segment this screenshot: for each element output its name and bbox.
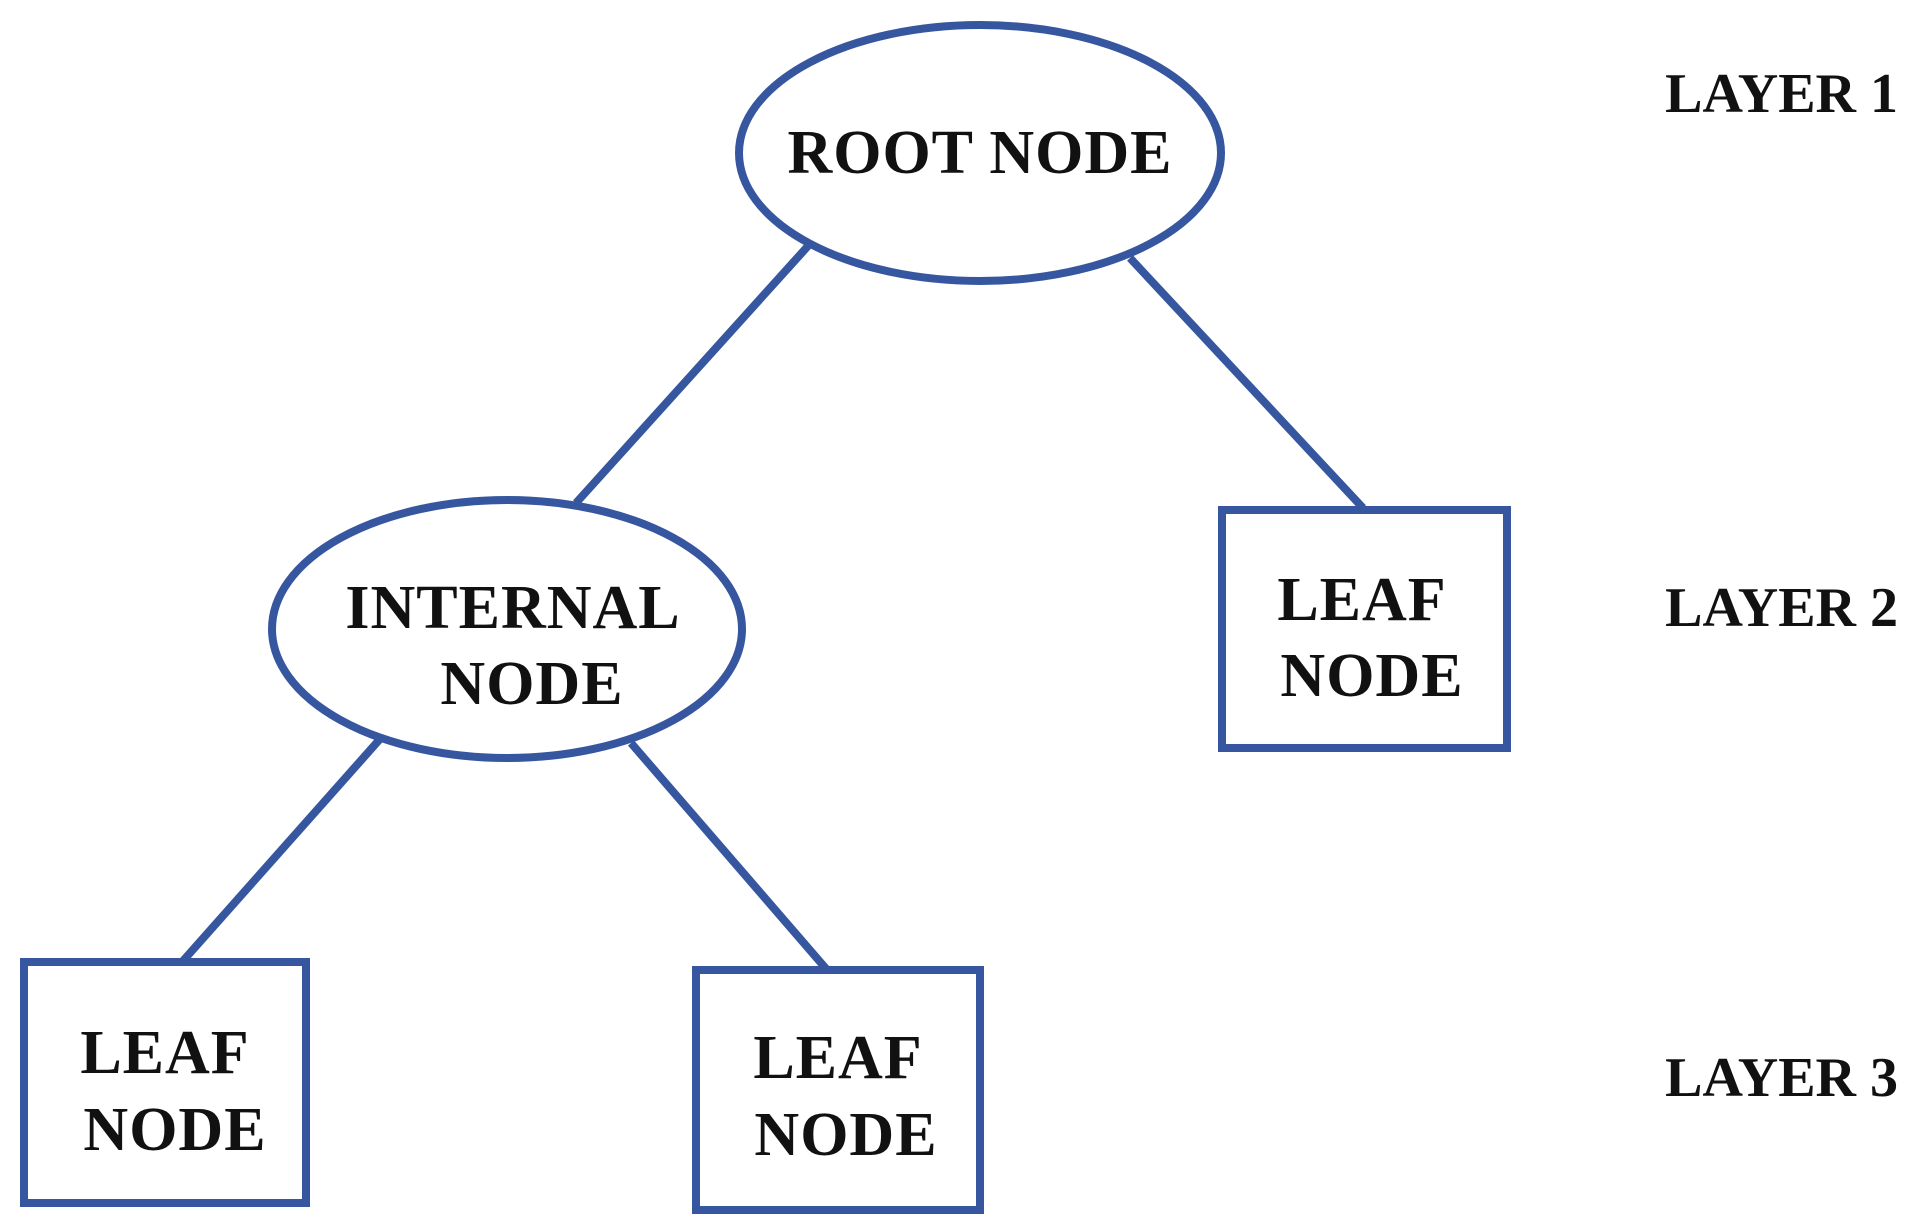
root-node-ellipse <box>735 21 1225 285</box>
leaf-node-right-label-line2: NODE <box>1280 642 1463 710</box>
leaf-node-right: LEAF NODE <box>1218 506 1511 752</box>
edge-internal-to-leaf-bottom-left <box>179 736 383 965</box>
edge-internal-to-leaf-bottom-middle <box>627 740 832 974</box>
leaf-node-bottom-middle-label-line2: NODE <box>754 1101 937 1169</box>
leaf-node-bottom-middle-label-line1: LEAF <box>753 1024 922 1092</box>
layer-1-label: LAYER 1 <box>1665 63 1898 125</box>
leaf-node-bottom-left: LEAF NODE <box>20 958 310 1207</box>
internal-node-label-line2: NODE <box>440 650 623 718</box>
internal-node: INTERNAL NODE <box>268 496 746 762</box>
internal-node-label-line1: INTERNAL <box>345 574 680 642</box>
leaf-node-right-label-line1: LEAF <box>1277 566 1446 634</box>
leaf-node-right-box <box>1218 506 1511 752</box>
leaf-node-bottom-middle: LEAF NODE <box>692 966 984 1214</box>
internal-node-ellipse <box>268 496 746 762</box>
leaf-node-bottom-left-box <box>20 958 310 1207</box>
root-node-label: ROOT NODE <box>787 119 1172 187</box>
root-node: ROOT NODE <box>735 21 1225 285</box>
layer-3-label: LAYER 3 <box>1665 1047 1898 1109</box>
leaf-node-bottom-left-label-line1: LEAF <box>80 1019 249 1087</box>
edge-root-to-leaf-right <box>1127 255 1366 511</box>
leaf-node-bottom-left-label-line2: NODE <box>83 1096 266 1164</box>
leaf-node-bottom-middle-box <box>692 966 984 1214</box>
edge-root-to-internal <box>573 243 811 506</box>
layer-2-label: LAYER 2 <box>1665 577 1898 639</box>
